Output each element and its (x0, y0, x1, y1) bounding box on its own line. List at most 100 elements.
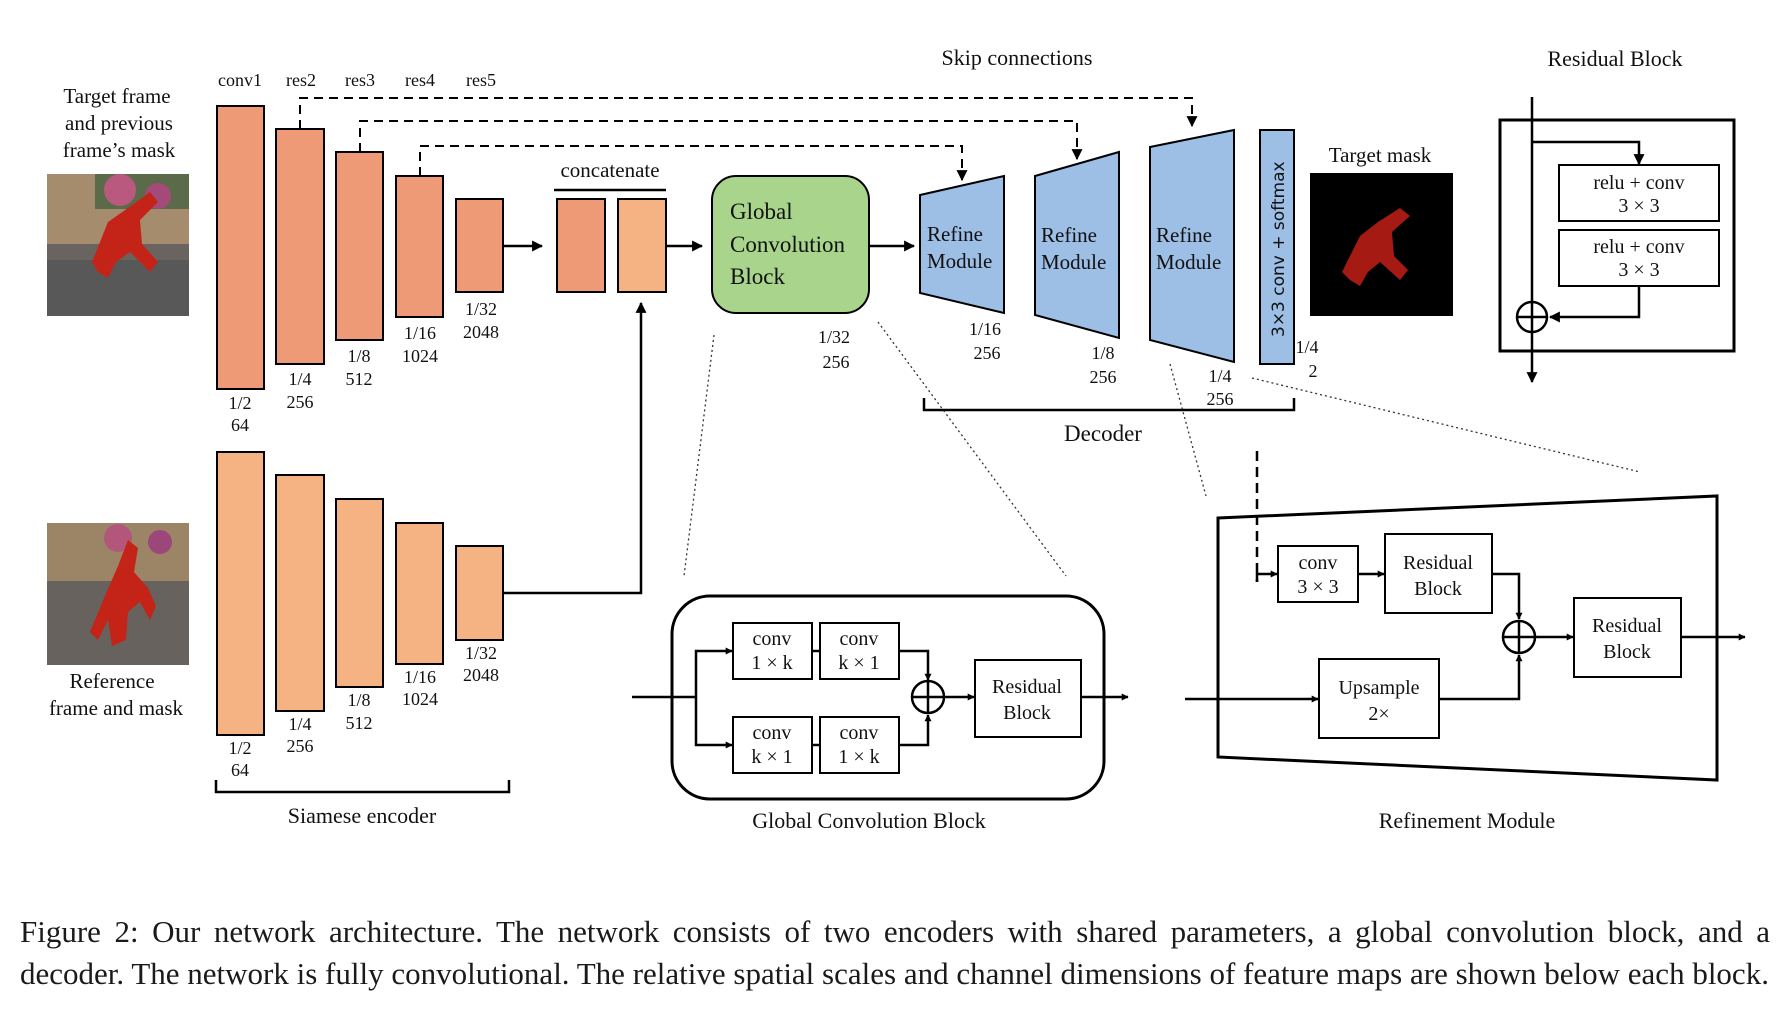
stage-name-res3: res3 (345, 70, 375, 90)
refine-module-3 (1149, 128, 1235, 364)
refine-module-1 (919, 174, 1005, 315)
residual-conv-labels: relu + conv 3 × 3 relu + conv 3 × 3 (1593, 172, 1684, 281)
stage-name-res5: res5 (466, 70, 496, 90)
svg-text:conv: conv (753, 628, 792, 650)
gcb-conv-a1 (732, 622, 813, 680)
reference-encoder (216, 451, 504, 736)
residual-conv-1 (1558, 164, 1720, 222)
svg-text:Residual: Residual (1403, 552, 1473, 574)
decoder-brace (922, 398, 1296, 412)
svg-text:Module: Module (1041, 250, 1106, 274)
svg-text:conv: conv (1299, 552, 1338, 574)
svg-text:1/4: 1/4 (288, 369, 311, 389)
svg-text:Block: Block (1003, 702, 1051, 724)
svg-text:Target frame: Target frame (63, 84, 170, 108)
svg-text:256: 256 (974, 343, 1001, 363)
svg-text:conv: conv (840, 722, 879, 744)
target-mask-label: Target mask (1329, 143, 1432, 167)
svg-text:Block: Block (1414, 578, 1462, 600)
siamese-encoder-label: Siamese encoder (288, 803, 437, 828)
refinement-conv (1277, 545, 1359, 603)
svg-text:2048: 2048 (463, 665, 499, 685)
svg-text:and previous: and previous (65, 111, 173, 135)
svg-text:conv: conv (840, 628, 879, 650)
encoder-bottom-res4 (395, 522, 444, 665)
svg-text:Block: Block (730, 264, 785, 289)
refinement-residual-1 (1384, 533, 1493, 614)
svg-text:512: 512 (346, 369, 373, 389)
svg-text:1/32: 1/32 (465, 299, 497, 319)
global-convolution-block (711, 175, 870, 314)
target-encoder (216, 105, 504, 390)
svg-text:1 × k: 1 × k (838, 746, 879, 768)
svg-text:Module: Module (1156, 250, 1221, 274)
main-flow-arrows (504, 240, 916, 595)
svg-text:Residual: Residual (1592, 615, 1662, 637)
svg-text:relu + conv: relu + conv (1593, 172, 1684, 194)
skip-connections (299, 97, 1198, 182)
svg-text:Global: Global (730, 199, 793, 224)
svg-text:512: 512 (346, 713, 373, 733)
refinement-upsample (1318, 658, 1440, 739)
gcb-conv-b2 (819, 716, 900, 774)
svg-text:Reference: Reference (69, 669, 154, 693)
svg-text:Residual: Residual (992, 676, 1062, 698)
stage-name-res4: res4 (405, 70, 435, 90)
svg-text:2×: 2× (1368, 703, 1389, 725)
svg-text:Refine: Refine (1041, 223, 1097, 247)
residual-block-flow (1515, 97, 1645, 384)
svg-text:2: 2 (1309, 361, 1318, 381)
reference-frame-image (47, 523, 189, 665)
encoder-stage-names: conv1 res2 res3 res4 res5 (218, 70, 496, 90)
gcb-conv-a2 (819, 622, 900, 680)
svg-text:Convolution: Convolution (730, 232, 846, 257)
gcb-residual-block (974, 659, 1082, 738)
encoder-top-res2 (275, 128, 325, 365)
svg-text:Block: Block (1603, 641, 1651, 663)
svg-text:3 × 3: 3 × 3 (1618, 195, 1659, 217)
target-frame-image (47, 174, 189, 316)
reference-input-label: Reference frame and mask (49, 669, 184, 720)
refine-module-scales: 1/16 256 1/8 256 1/4 256 1/4 2 (969, 319, 1319, 409)
svg-text:frame’s mask: frame’s mask (63, 138, 176, 162)
zoom-guides (683, 321, 1641, 577)
gcb-detail-labels: conv 1 × k conv k × 1 conv k × 1 conv 1 … (751, 628, 1062, 768)
encoder-top-res5 (455, 198, 504, 293)
gcb-detail-flow (632, 647, 1129, 749)
target-input-label: Target frame and previous frame’s mask (63, 84, 176, 162)
svg-text:1/32: 1/32 (818, 327, 850, 347)
concat-block-target (556, 198, 606, 293)
svg-text:k × 1: k × 1 (751, 746, 792, 768)
svg-text:1/2: 1/2 (228, 393, 251, 413)
siamese-encoder-brace (214, 780, 511, 794)
target-encoder-labels: 1/2 64 1/4 256 1/8 512 1/16 1024 1/32 20… (228, 299, 499, 435)
svg-text:1/16: 1/16 (404, 323, 436, 343)
gcb-detail-title: Global Convolution Block (752, 808, 985, 833)
encoder-top-conv1 (216, 105, 265, 390)
svg-text:1/16: 1/16 (404, 667, 436, 687)
svg-text:256: 256 (1207, 389, 1234, 409)
svg-text:1 × k: 1 × k (751, 652, 792, 674)
refine-module-2 (1034, 150, 1120, 340)
reference-encoder-labels: 1/2 64 1/4 256 1/8 512 1/16 1024 1/32 20… (228, 643, 499, 780)
stage-name-res2: res2 (286, 70, 316, 90)
gcb-conv-b1 (732, 716, 813, 774)
svg-text:1024: 1024 (402, 346, 438, 366)
residual-conv-2 (1558, 229, 1720, 287)
svg-text:1/8: 1/8 (347, 346, 370, 366)
target-mask-image (1310, 173, 1453, 316)
svg-text:1024: 1024 (402, 689, 438, 709)
svg-text:1/2: 1/2 (228, 738, 251, 758)
svg-text:1/4: 1/4 (1295, 337, 1318, 357)
gcb-scale-labels: 1/32 256 (818, 327, 850, 372)
svg-text:1/4: 1/4 (288, 714, 311, 734)
svg-text:Module: Module (927, 249, 992, 273)
stage-name-conv1: conv1 (218, 70, 262, 90)
decoder-modules (919, 128, 1295, 365)
svg-text:Refine: Refine (1156, 223, 1212, 247)
svg-text:relu + conv: relu + conv (1593, 236, 1684, 258)
refinement-detail-title: Refinement Module (1379, 808, 1556, 833)
figure-caption: Figure 2: Our network architecture. The … (20, 914, 1770, 991)
refinement-residual-2 (1573, 597, 1682, 678)
svg-text:64: 64 (231, 760, 249, 780)
